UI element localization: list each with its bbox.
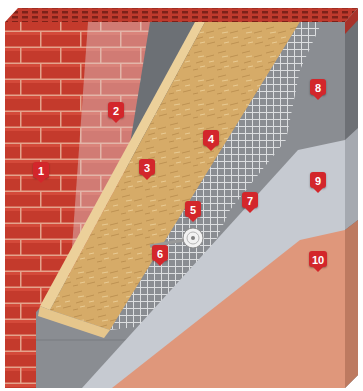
callout-number: 5 — [190, 204, 196, 216]
callout-number: 7 — [247, 195, 253, 207]
callout-marker: 6 — [152, 245, 168, 261]
callout-marker: 10 — [309, 251, 327, 267]
callout-marker: 5 — [185, 201, 201, 217]
callout-marker: 8 — [310, 79, 326, 95]
callout-marker: 1 — [33, 162, 49, 178]
callout-number: 8 — [315, 82, 321, 94]
callout-marker: 2 — [108, 102, 124, 118]
callout-number: 2 — [113, 105, 119, 117]
callout-marker: 4 — [203, 130, 219, 146]
callout-marker: 3 — [139, 159, 155, 175]
callout-number: 4 — [208, 133, 214, 145]
callout-marker: 9 — [310, 172, 326, 188]
callout-number: 3 — [144, 162, 150, 174]
callout-marker: 7 — [242, 192, 258, 208]
callout-number: 9 — [315, 175, 321, 187]
callout-number: 10 — [312, 254, 324, 266]
callout-number: 6 — [157, 248, 163, 260]
callout-number: 1 — [38, 165, 44, 177]
